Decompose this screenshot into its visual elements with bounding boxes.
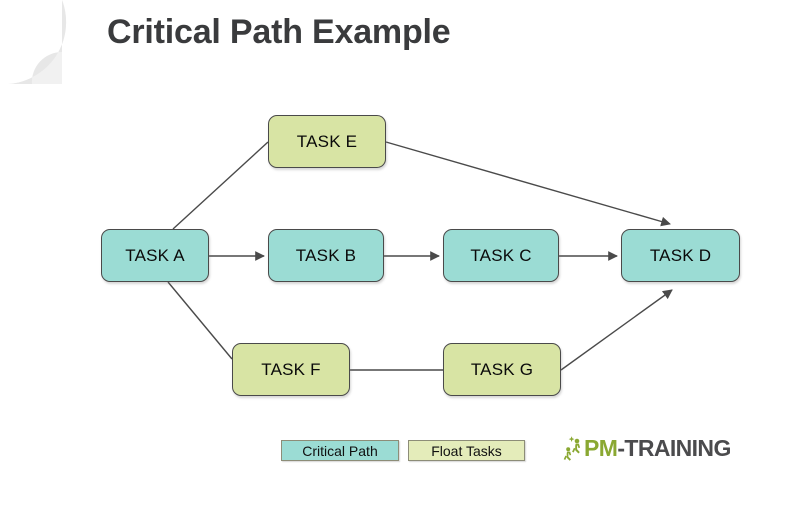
task-node-c[interactable]: TASK C	[443, 229, 559, 282]
diagram-edge-g-to-d	[560, 289, 673, 371]
task-node-label: TASK B	[295, 245, 357, 265]
task-node-g[interactable]: TASK G	[443, 343, 561, 396]
brand-text-pm: PM	[584, 434, 618, 461]
task-node-a[interactable]: TASK A	[101, 229, 209, 282]
legend-item-label: Critical Path	[302, 442, 378, 459]
task-node-b[interactable]: TASK B	[268, 229, 384, 282]
task-node-e[interactable]: TASK E	[268, 115, 386, 168]
task-node-d[interactable]: TASK D	[621, 229, 740, 282]
pm-training-logo: PM-TRAINING	[562, 434, 731, 462]
running-figure-star-icon	[563, 436, 581, 461]
task-node-label: TASK A	[125, 245, 185, 265]
task-node-f[interactable]: TASK F	[232, 343, 350, 396]
legend-item-label: Float Tasks	[431, 442, 502, 459]
task-node-label: TASK G	[470, 359, 534, 379]
diagram-edge-e-to-d	[385, 141, 671, 227]
diagram-edge-a-to-e	[172, 141, 269, 230]
task-node-label: TASK C	[470, 245, 532, 265]
task-node-label: TASK F	[261, 359, 321, 379]
page-title: Critical Path Example	[107, 13, 451, 51]
task-node-label: TASK D	[649, 245, 712, 265]
legend-item-critical[interactable]: Critical Path	[281, 440, 399, 461]
legend-item-float[interactable]: Float Tasks	[408, 440, 525, 461]
brand-text-training: -TRAINING	[617, 434, 731, 461]
task-node-label: TASK E	[296, 131, 358, 151]
brand-wordmark: PM-TRAINING	[584, 434, 731, 461]
diagram-edge-a-to-f	[167, 281, 233, 360]
